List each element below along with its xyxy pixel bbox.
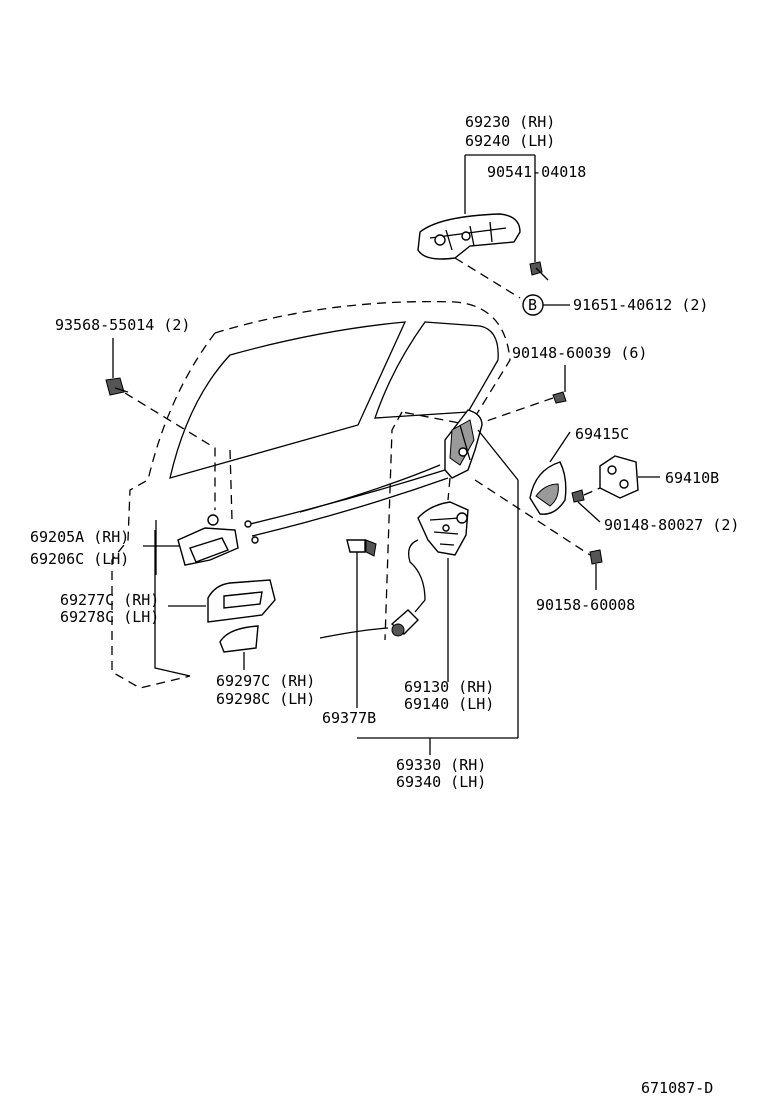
label-69298: 69298C (LH)	[216, 690, 315, 708]
handle-bezel-part	[207, 579, 276, 623]
door-lock-part	[444, 409, 483, 479]
label-69130: 69130 (RH)	[404, 678, 494, 696]
figure-id: 671087-D	[641, 1079, 713, 1097]
leader-90148b	[577, 501, 601, 523]
label-69205: 69205A (RH)	[30, 528, 129, 546]
inside-handle-part	[177, 514, 239, 566]
label-69330: 69330 (RH)	[396, 756, 486, 774]
label-69410: 69410B	[665, 469, 719, 487]
dashed-b-link	[454, 257, 521, 299]
label-69277: 69277C (RH)	[60, 591, 159, 609]
lock-latch-part	[417, 501, 469, 556]
clip-93568-icon	[105, 377, 129, 396]
label-93568: 93568-55014 (2)	[55, 316, 190, 334]
dashed-lock-latch	[447, 477, 451, 501]
outside-handle-part	[417, 213, 521, 260]
label-69340: 69340 (LH)	[396, 773, 486, 791]
control-rods	[244, 464, 449, 544]
label-69230: 69230 (RH)	[465, 113, 555, 131]
label-marker-b: B	[528, 296, 537, 314]
label-90541: 90541-04018	[487, 163, 586, 181]
label-90148b: 90148-80027 (2)	[604, 516, 739, 534]
door-outline	[111, 300, 511, 689]
striker-cover-part	[529, 461, 567, 515]
lock-cable	[390, 539, 426, 637]
striker-part	[599, 455, 639, 499]
dashed-90158	[474, 479, 591, 556]
handle-cover-part	[219, 625, 259, 653]
label-90148a: 90148-60039 (6)	[512, 344, 647, 362]
label-69377: 69377B	[322, 709, 376, 727]
leader-69230	[464, 154, 536, 262]
label-91651: 91651-40612 (2)	[573, 296, 708, 314]
label-69415: 69415C	[575, 425, 629, 443]
screw-90158-icon	[589, 549, 603, 565]
clip-69377-icon	[346, 539, 377, 557]
dashed-90148a	[474, 397, 554, 426]
screw-90148a-icon	[552, 391, 567, 404]
label-69240: 69240 (LH)	[465, 132, 555, 150]
label-90158: 90158-60008	[536, 596, 635, 614]
dashed-93568	[124, 392, 216, 510]
label-69297: 69297C (RH)	[216, 672, 315, 690]
screw-90148b-icon	[571, 487, 601, 503]
bracket-69330	[357, 429, 519, 755]
leader-69415	[549, 431, 571, 463]
label-69206: 69206C (LH)	[30, 550, 129, 568]
screw-90541-icon	[529, 261, 549, 281]
label-69278: 69278C (LH)	[60, 608, 159, 626]
label-69140: 69140 (LH)	[404, 695, 494, 713]
